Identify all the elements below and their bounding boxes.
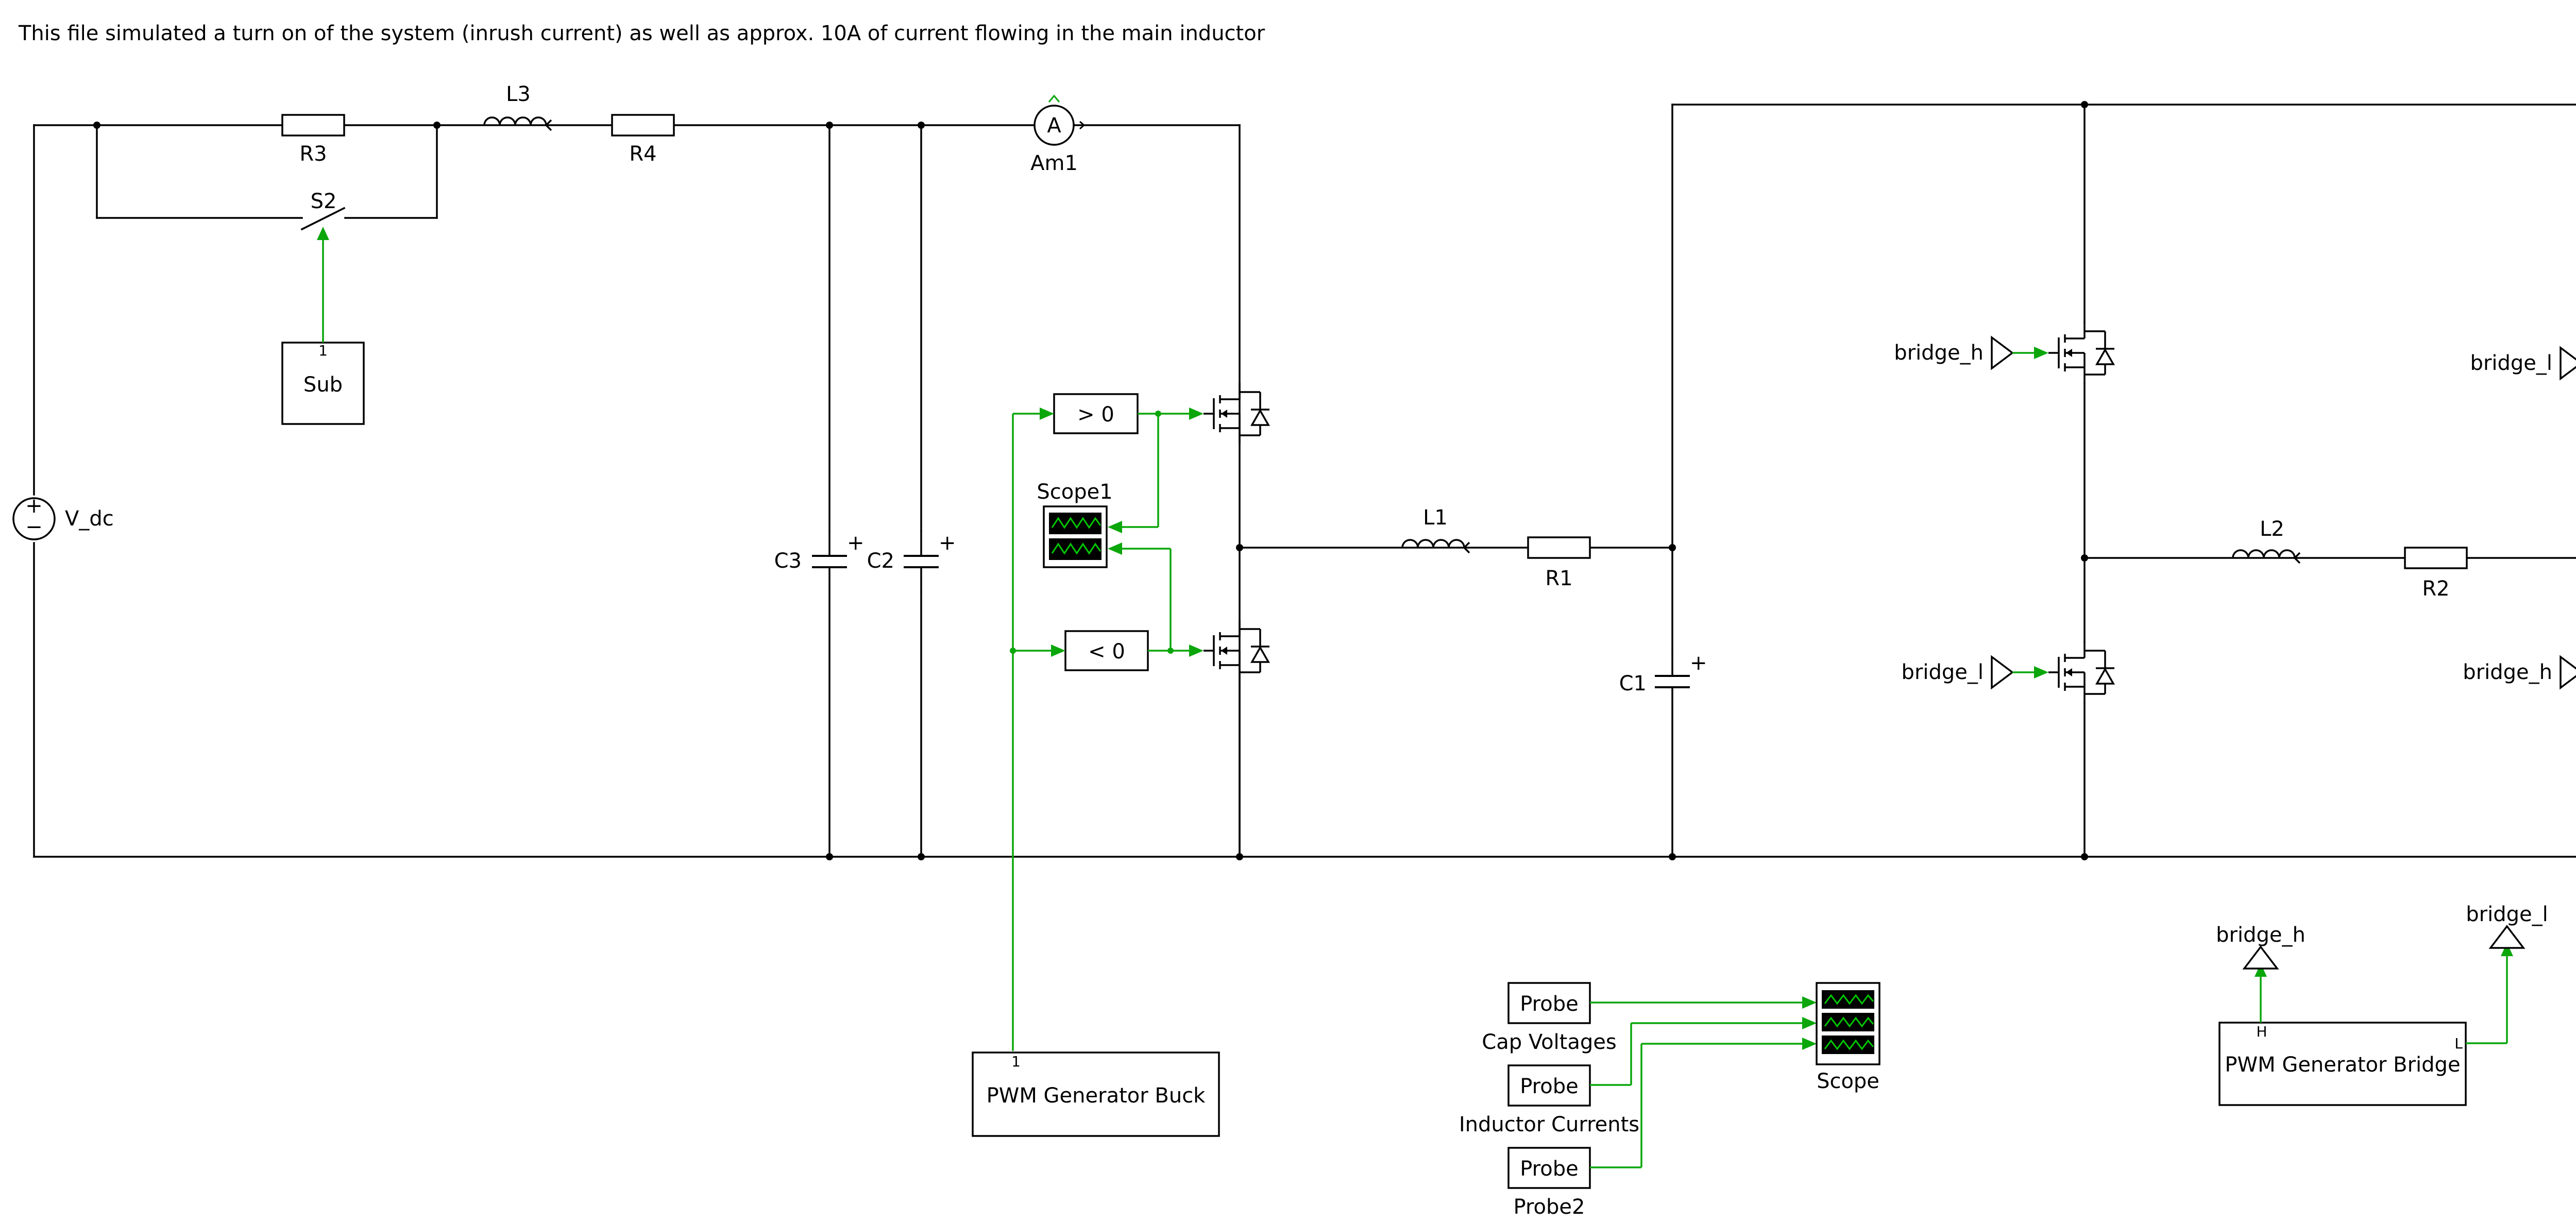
pwm-buck-label: PWM Generator Buck <box>987 1084 1206 1108</box>
pwm-bridge-label: PWM Generator Bridge <box>2225 1053 2460 1077</box>
probe-label-2: Probe <box>1520 1075 1578 1098</box>
pwm-buck-port-label: 1 <box>1011 1053 1021 1070</box>
buck-signal-wiring <box>1010 408 1204 1051</box>
s2-label: S2 <box>311 190 337 213</box>
mosfet-leg1-high[interactable] <box>2047 321 2115 385</box>
mosfet-leg1-low[interactable] <box>2047 640 2115 704</box>
capacitor-c3[interactable] <box>811 530 848 593</box>
pwm-bridge-port-h: H <box>2256 1023 2267 1040</box>
r4-label: R4 <box>629 142 656 166</box>
probe-cap-voltages[interactable]: Probe <box>1507 982 1591 1024</box>
resistor-r3[interactable] <box>281 114 345 137</box>
pwm-generator-bridge[interactable]: PWM Generator Bridge H L <box>2218 1022 2467 1106</box>
sub-port-label: 1 <box>318 342 328 359</box>
mosfet-low-side[interactable] <box>1202 619 1270 683</box>
c2-plus: + <box>939 531 956 555</box>
dc-input-network: + − V_dc R3 S2 L3 R4 + C3 <box>12 82 2576 860</box>
buck-stage: L1 R1 <box>1202 382 1673 860</box>
inductor-l2[interactable] <box>2232 549 2301 564</box>
lt0-label: < 0 <box>1088 640 1125 664</box>
capacitor-c2[interactable] <box>903 530 940 593</box>
c3-plus: + <box>847 531 865 555</box>
probe-inductor-currents[interactable]: Probe <box>1507 1064 1591 1107</box>
h-bridge: + C1 L2 R2 <box>1619 101 2576 860</box>
capacitor-c1[interactable] <box>1654 650 1691 714</box>
r3-label: R3 <box>299 142 327 166</box>
gate-tag-leg1-high[interactable] <box>1991 335 2048 370</box>
from-tag-bridge-l[interactable] <box>2466 925 2526 1044</box>
file-note: This file simulated a turn on of the sys… <box>18 22 1265 45</box>
pwm-generator-buck[interactable]: PWM Generator Buck 1 <box>972 1051 1220 1137</box>
probe2-label: Probe2 <box>1514 1195 1585 1219</box>
gt0-label: > 0 <box>1077 403 1114 427</box>
pwm-bridge-port-l: L <box>2454 1035 2463 1052</box>
c3-label: C3 <box>774 549 802 573</box>
tag-bridge-l-2: bridge_l <box>2470 351 2552 375</box>
minus-sign: − <box>25 515 43 539</box>
scope-label: Scope <box>1817 1070 1879 1093</box>
comparator-lt-zero[interactable]: < 0 <box>1064 630 1149 671</box>
inductor-l3[interactable] <box>483 116 552 131</box>
probe-wiring <box>1590 996 1817 1168</box>
sub-label: Sub <box>303 373 343 397</box>
ammeter-symbol: A <box>1047 114 1061 138</box>
from-tag-bridge-l-label: bridge_l <box>2466 903 2548 926</box>
from-tag-bridge-h-label: bridge_h <box>2216 923 2306 947</box>
cap-voltages-label: Cap Voltages <box>1482 1030 1616 1054</box>
tag-bridge-h-1: bridge_h <box>1894 341 1984 365</box>
sub-block[interactable]: Sub 1 <box>281 342 365 425</box>
r1-label: R1 <box>1545 567 1572 590</box>
comparator-gt-zero[interactable]: > 0 <box>1053 393 1139 434</box>
resistor-r4[interactable] <box>611 114 675 137</box>
gate-tag-leg2-low[interactable] <box>2560 655 2576 690</box>
tag-bridge-l-1: bridge_l <box>1902 660 1984 684</box>
tag-bridge-h-2: bridge_h <box>2463 660 2552 684</box>
gate-tag-leg1-low[interactable] <box>1991 655 2048 690</box>
switch-s2[interactable] <box>300 207 346 231</box>
resistor-r2[interactable] <box>2404 547 2468 569</box>
l1-label: L1 <box>1423 506 1448 530</box>
scope1-label: Scope1 <box>1037 480 1112 504</box>
c1-plus: + <box>1690 651 1707 675</box>
probe-probe2[interactable]: Probe <box>1507 1147 1591 1189</box>
probe-label-3: Probe <box>1520 1157 1578 1181</box>
ammeter-am1[interactable]: A <box>1033 94 1086 146</box>
gate-tag-leg2-high[interactable] <box>2560 346 2576 381</box>
inductor-currents-label: Inductor Currents <box>1459 1113 1639 1136</box>
am1-label: Am1 <box>1030 151 1078 175</box>
from-tag-bridge-h[interactable] <box>2242 945 2279 1023</box>
c2-label: C2 <box>867 549 894 573</box>
resistor-r1[interactable] <box>1527 536 1591 559</box>
mosfet-high-side[interactable] <box>1202 382 1270 446</box>
probe-label-1: Probe <box>1520 992 1578 1016</box>
plus-sign: + <box>25 494 43 518</box>
v-dc-label: V_dc <box>65 507 114 531</box>
l2-label: L2 <box>2260 517 2284 541</box>
r2-label: R2 <box>2422 577 2449 601</box>
dc-voltage-source[interactable]: + − <box>12 494 56 540</box>
c1-label: C1 <box>1619 672 1647 695</box>
scope1[interactable] <box>1043 505 1108 568</box>
scope-main[interactable] <box>1816 982 1880 1065</box>
l3-label: L3 <box>506 82 531 106</box>
inductor-l1[interactable] <box>1401 539 1470 554</box>
